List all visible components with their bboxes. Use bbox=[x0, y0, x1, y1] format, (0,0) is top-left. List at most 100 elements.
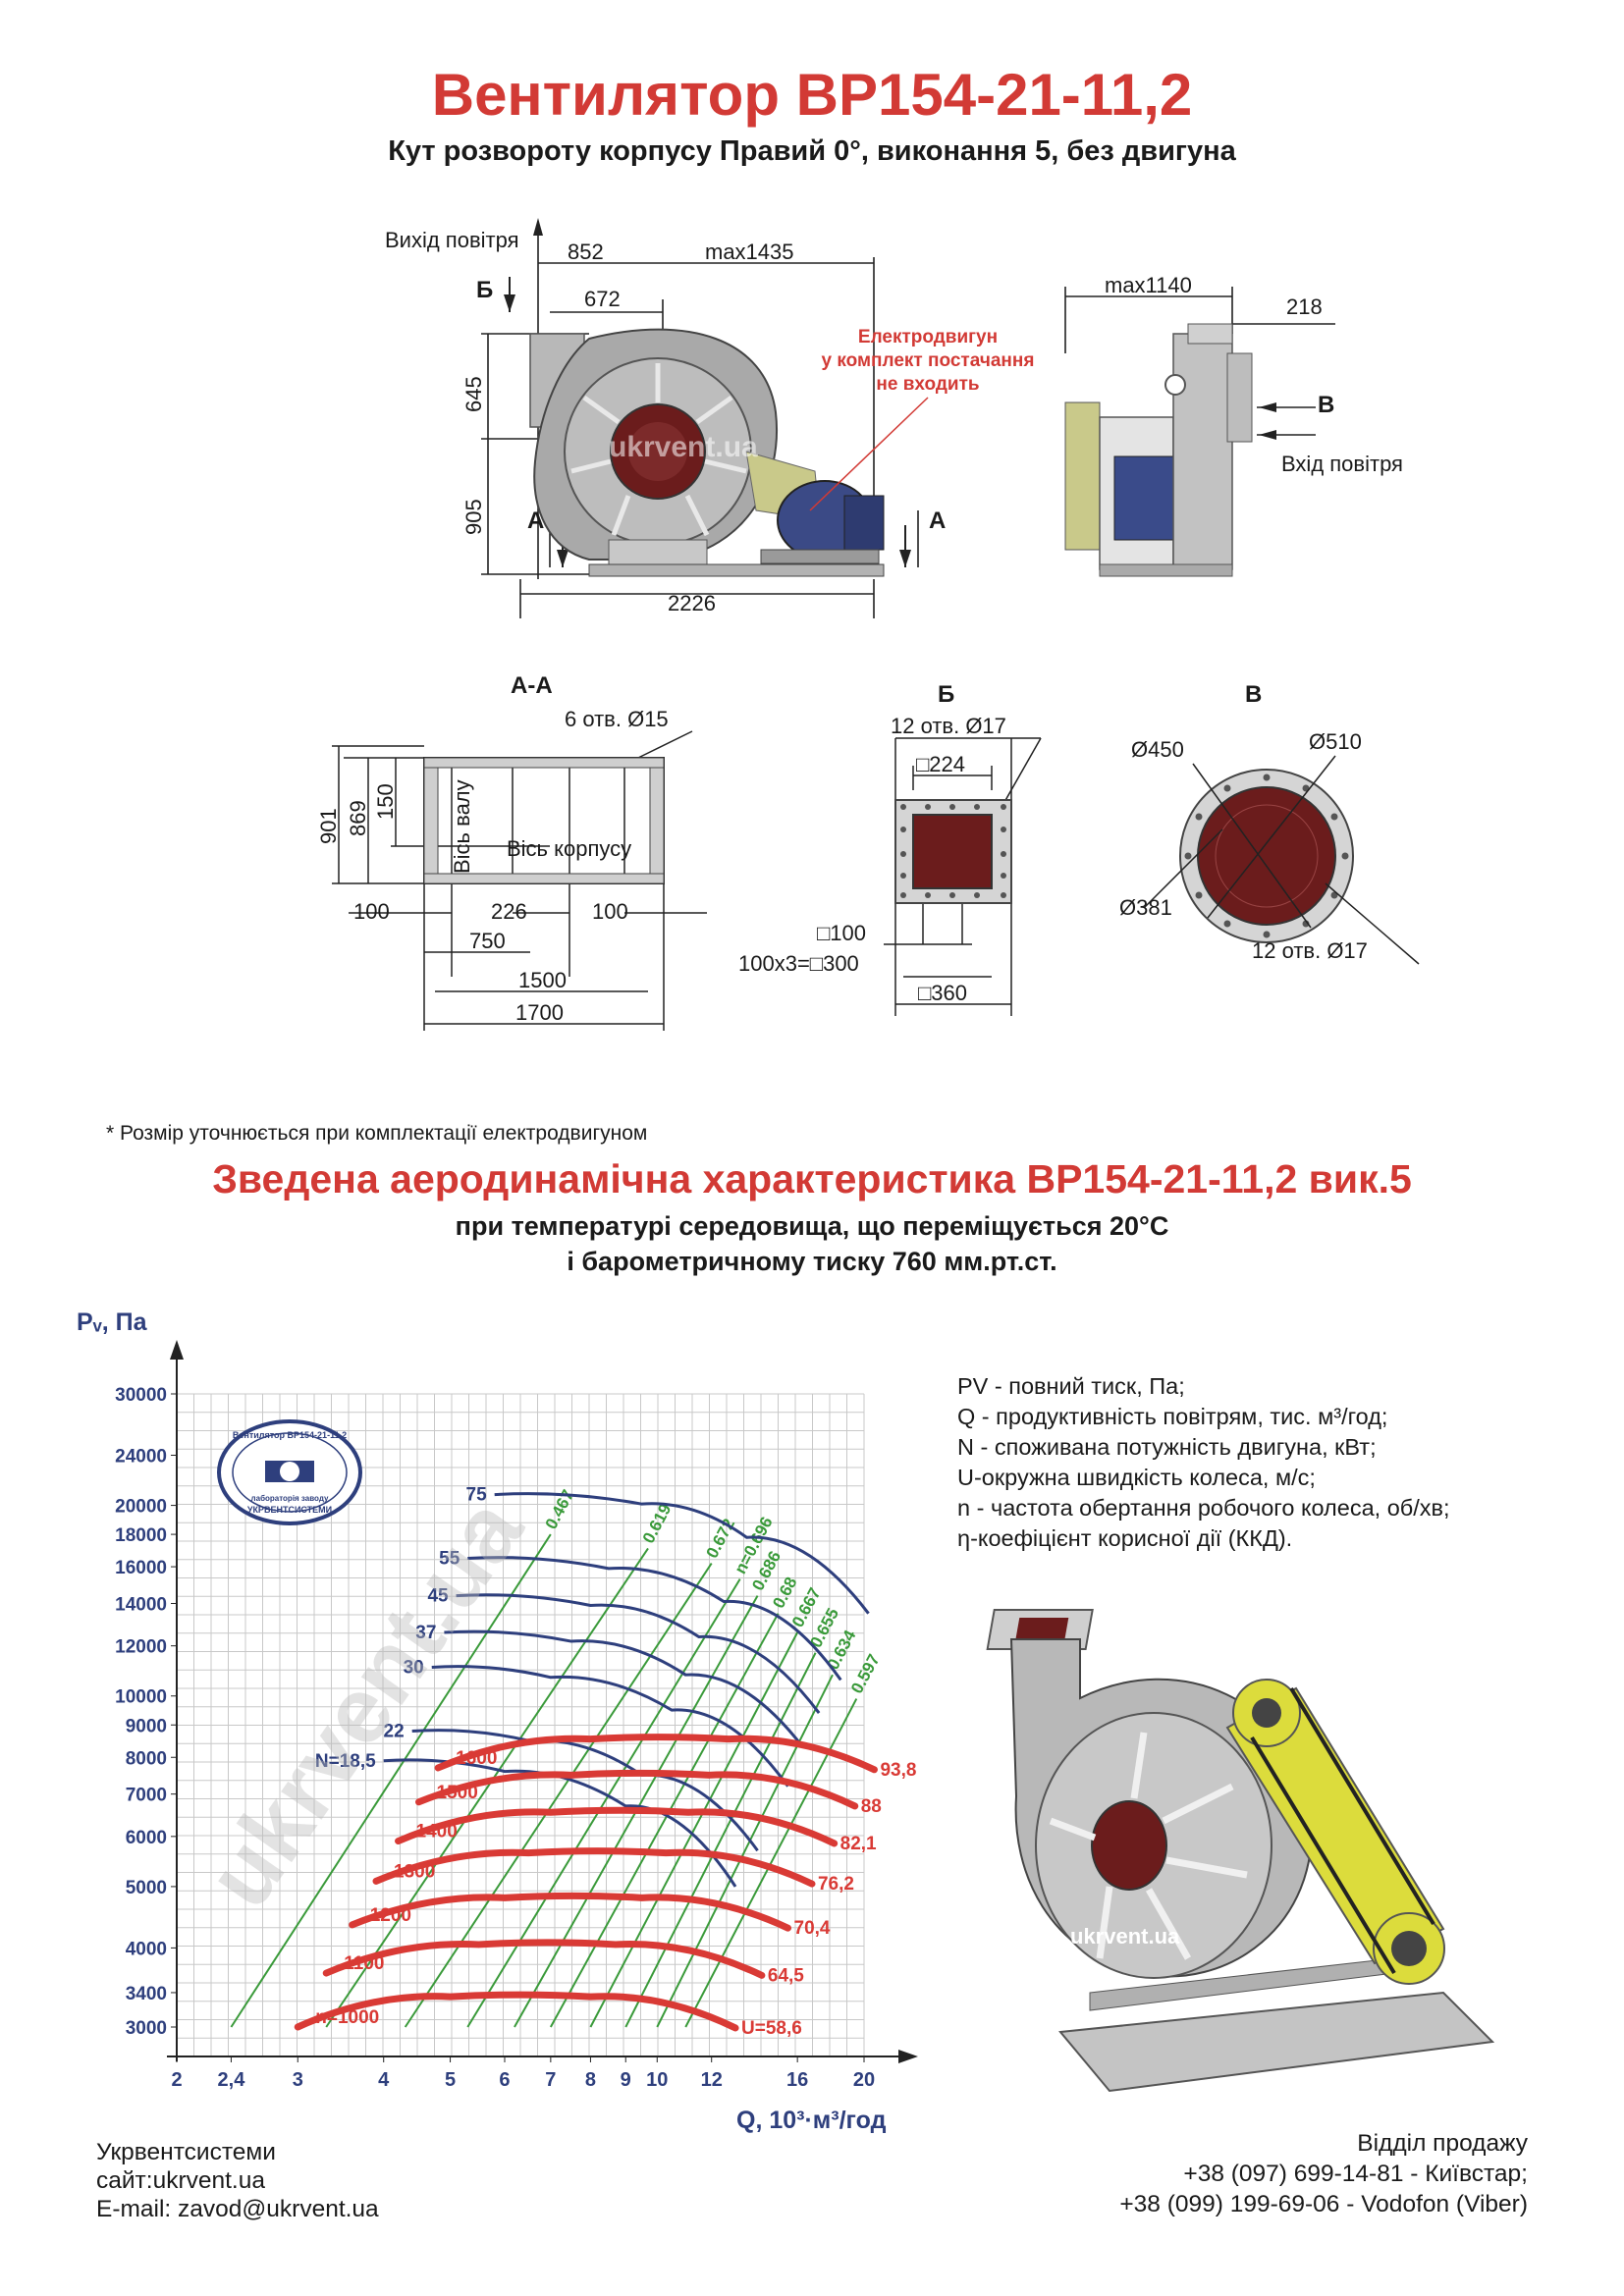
efficiency-line bbox=[624, 1652, 817, 2028]
aero-subtitle-1: при температурі середовища, що переміщує… bbox=[455, 1211, 1169, 1241]
x-tick-label: 4 bbox=[378, 2069, 390, 2091]
badge-line3: УКРВЕНТСИСТЕМИ bbox=[247, 1505, 332, 1515]
lab-badge: Вентилятор ВР154-21-11,2 лабораторія зав… bbox=[217, 1419, 362, 1525]
y-tick-label: 16000 bbox=[115, 1558, 167, 1578]
speed-curve bbox=[372, 1847, 816, 1888]
speed-curves: n=1000U=58,6110064,5120070,4130076,21400… bbox=[294, 1734, 916, 2039]
dim-360: □360 bbox=[918, 981, 967, 1005]
dim-max1435: max1435 bbox=[705, 240, 794, 264]
dim-381: Ø381 bbox=[1119, 895, 1172, 920]
x-axis-label: Q, 10³·м³/год bbox=[736, 2107, 887, 2134]
motor-note-1: Електродвигун bbox=[858, 327, 998, 347]
sales-phone-2[interactable]: +38 (099) 199-69-06 - Vodofon (Viber) bbox=[1119, 2191, 1528, 2217]
dim-100b: 100 bbox=[592, 899, 628, 924]
section-aa-title: А-А bbox=[511, 672, 553, 699]
dim-218: 218 bbox=[1286, 294, 1323, 319]
fan-3d-illustration: ukrvent.ua bbox=[986, 1609, 1495, 2093]
motor-note-3: не входить bbox=[876, 374, 979, 395]
air-in-label: Вхід повітря bbox=[1281, 452, 1403, 476]
motor-note-2: у комплект постачання bbox=[822, 350, 1035, 371]
power-curve-label: 55 bbox=[439, 1548, 460, 1569]
power-curve bbox=[411, 1729, 759, 1852]
section-v-title: В bbox=[1245, 681, 1262, 708]
x-tick-label: 20 bbox=[853, 2069, 875, 2091]
speed-curve bbox=[349, 1892, 792, 1932]
speed-curve-u-label: 76,2 bbox=[818, 1874, 854, 1895]
email-link[interactable]: E-mail: zavod@ukrvent.ua bbox=[96, 2196, 379, 2222]
dim-224: □224 bbox=[916, 752, 965, 776]
power-curve-label: 45 bbox=[427, 1586, 449, 1607]
dim-852: 852 bbox=[568, 240, 604, 264]
efficiency-line bbox=[549, 1613, 780, 2028]
power-curve bbox=[494, 1492, 870, 1615]
section-aa-holes: 6 отв. Ø15 bbox=[565, 707, 669, 731]
efficiency-line bbox=[325, 1547, 649, 2028]
x-tick-label: 10 bbox=[646, 2069, 668, 2091]
x-tick-label: 8 bbox=[585, 2069, 596, 2091]
chart-watermark: ukrvent.ua bbox=[187, 1479, 543, 1926]
speed-curve-n-label: n=1000 bbox=[315, 2007, 379, 2028]
power-curve-label: 30 bbox=[404, 1658, 424, 1679]
y-tick-label: 12000 bbox=[115, 1637, 167, 1658]
y-tick-label: 4000 bbox=[126, 1939, 167, 1959]
power-curve-label: 75 bbox=[466, 1485, 488, 1506]
page-subtitle: Кут розвороту корпусу Правий 0°, виконан… bbox=[388, 135, 1236, 167]
technical-drawing: Вихід повітря Б 852 max1435 672 645 905 … bbox=[316, 218, 1420, 1031]
y-tick-label: 30000 bbox=[115, 1385, 167, 1406]
y-tick-label: 24000 bbox=[115, 1447, 167, 1468]
fan-side-view bbox=[1064, 323, 1253, 577]
legend-n-speed: n - частота обертання робочого колеса, о… bbox=[957, 1495, 1450, 1521]
x-tick-label: 3 bbox=[293, 2069, 303, 2091]
speed-curve bbox=[294, 1991, 739, 2032]
power-curve-label: 37 bbox=[415, 1623, 436, 1643]
efficiency-line bbox=[656, 1674, 834, 2028]
dim-750: 750 bbox=[469, 929, 506, 953]
label-v: В bbox=[1318, 392, 1334, 418]
speed-curve-u-label: 70,4 bbox=[794, 1918, 831, 1939]
speed-curve-u-label: 88 bbox=[861, 1796, 882, 1817]
x-axis-arrow bbox=[898, 2050, 918, 2063]
x-tick-label: 5 bbox=[445, 2069, 456, 2091]
dim-100a: 100 bbox=[353, 899, 390, 924]
page-title: Вентилятор ВР154-21-11,2 bbox=[431, 62, 1193, 128]
legend-pv: PV - повний тиск, Па; bbox=[957, 1373, 1185, 1399]
y-tick-label: 14000 bbox=[115, 1594, 167, 1615]
label-a-left: А bbox=[527, 507, 544, 534]
site-link[interactable]: сайт:ukrvent.ua bbox=[96, 2167, 265, 2194]
efficiency-label: 0.619 bbox=[639, 1501, 676, 1546]
speed-curve bbox=[395, 1806, 839, 1847]
legend-n-power: N - споживана потужність двигуна, кВт; bbox=[957, 1434, 1377, 1460]
efficiency-line bbox=[230, 1533, 552, 2028]
y-tick-label: 7000 bbox=[126, 1786, 167, 1806]
speed-curve-n-label: 1600 bbox=[456, 1748, 497, 1769]
section-v-holes: 12 отв. Ø17 bbox=[1252, 938, 1368, 963]
speed-curve bbox=[434, 1734, 878, 1774]
power-curve bbox=[467, 1556, 842, 1682]
power-curves: N=18,5 22 30 37 45 55 75 bbox=[315, 1485, 870, 1888]
y-tick-label: 9000 bbox=[126, 1716, 167, 1736]
speed-curve-n-label: 1300 bbox=[394, 1861, 435, 1882]
dim-672: 672 bbox=[584, 287, 621, 311]
badge-line1: Вентилятор ВР154-21-11,2 bbox=[233, 1430, 347, 1440]
speed-curve-n-label: 1200 bbox=[370, 1905, 411, 1926]
label-b: Б bbox=[476, 277, 493, 303]
sales-title: Відділ продажу bbox=[1357, 2130, 1528, 2157]
body-axis-label: Вісь корпусу bbox=[507, 836, 631, 861]
dim-1500: 1500 bbox=[518, 968, 567, 992]
dim-2226: 2226 bbox=[668, 591, 716, 615]
x-tick-label: 16 bbox=[786, 2069, 808, 2091]
fan-front-view bbox=[529, 328, 885, 577]
contacts-block: Укрвентсистеми сайт:ukrvent.ua E-mail: z… bbox=[96, 2138, 379, 2223]
y-axis-arrow bbox=[170, 1340, 184, 1360]
power-curve bbox=[456, 1593, 821, 1714]
sales-phone-1[interactable]: +38 (097) 699-14-81 - Київстар; bbox=[1183, 2161, 1528, 2187]
section-b-holes: 12 отв. Ø17 bbox=[891, 714, 1006, 738]
dim-450: Ø450 bbox=[1131, 737, 1184, 762]
power-curve-label: N=18,5 bbox=[315, 1751, 376, 1772]
chart-legend: PV - повний тиск, Па; Q - продуктивність… bbox=[957, 1371, 1450, 1554]
power-curve-label: 22 bbox=[384, 1722, 405, 1742]
watermark-front: ukrvent.ua bbox=[609, 431, 758, 463]
footnote: * Розмір уточнюється при комплектації ел… bbox=[106, 1122, 648, 1145]
dim-1700: 1700 bbox=[515, 1000, 564, 1025]
